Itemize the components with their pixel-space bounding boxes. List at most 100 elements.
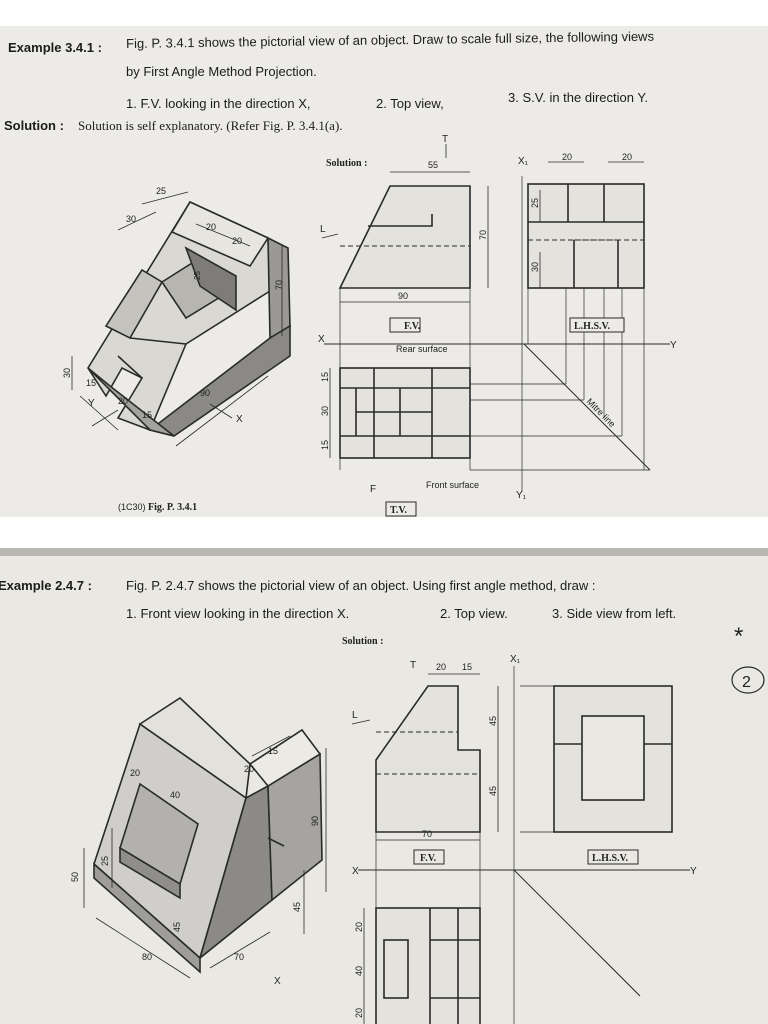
axis-t-2: T [410, 660, 416, 671]
dim-iso-70: 70 [274, 280, 284, 290]
item-2-1: 1. Front view looking in the direction X… [126, 606, 350, 621]
dim-iso-25: 25 [100, 856, 110, 866]
example-label: Example 3.4.1 : [8, 40, 102, 55]
dim-tv-15a: 15 [320, 372, 330, 382]
fv-label-box [389, 317, 421, 333]
dim-iso-40: 40 [170, 790, 180, 800]
circled-mark [731, 666, 765, 694]
tv-label-box [385, 501, 417, 517]
dim-iso-25: 25 [156, 186, 166, 196]
top-view-1 [339, 367, 471, 459]
iso-axis-y: Y [88, 398, 95, 409]
dim-iso-20b: 20 [232, 236, 242, 246]
dim-fv-top: 55 [428, 160, 438, 170]
dim-iso-45b: 45 [292, 902, 302, 912]
dim-iso-30: 30 [126, 214, 136, 224]
drawing-solution-label: Solution : [326, 158, 367, 169]
fv-label: F.V. [404, 321, 421, 332]
dim-iso-45: 45 [172, 922, 182, 932]
solution-label: Solution : [4, 118, 64, 133]
rear-surface-note: Rear surface [396, 344, 448, 354]
dim-iso-20b: 20 [244, 764, 254, 774]
mitre-line-note: Mitre line [585, 396, 618, 429]
dim-iso-70: 70 [234, 952, 244, 962]
axis-x1-2: X₁ [510, 654, 521, 665]
dim-sv-20b: 20 [622, 152, 632, 162]
iso-axis-x: X [236, 414, 243, 425]
page1-drawings: Solution : F.V. L.H.S.V. T.V. Rear surfa… [62, 134, 677, 517]
dim-fv-height: 70 [478, 230, 488, 240]
axis-y1: Y₁ [516, 490, 527, 501]
item-2-2: 2. Top view. [440, 606, 508, 621]
circled-number: 2 [742, 674, 751, 691]
problem-statement-2: Fig. P. 2.4.7 shows the pictorial view o… [126, 578, 596, 593]
dim-iso-20: 20 [130, 768, 140, 778]
axis-y-2: Y [690, 866, 697, 877]
dim-tv-20a: 20 [354, 922, 364, 932]
dim-tv-15b: 15 [320, 440, 330, 450]
fig-caption: Fig. P. 3.4.1 [148, 502, 197, 513]
side-view-1 [527, 183, 645, 289]
tv-label: T.V. [390, 505, 407, 516]
dim-tv-30: 30 [320, 406, 330, 416]
running-header-strip [0, 548, 768, 556]
dim-sv-20a: 20 [562, 152, 572, 162]
drawing-solution-label-2: Solution : [342, 636, 383, 647]
dim-top-15: 15 [462, 662, 472, 672]
item-1: 1. F.V. looking in the direction X, [126, 96, 311, 111]
dim-iso-15: 15 [86, 378, 96, 388]
dim-fv-70: 70 [422, 829, 432, 839]
dim-fv-width: 90 [398, 291, 408, 301]
iso-dimension-lines [71, 191, 283, 447]
top-view-2 [375, 907, 481, 1024]
fv-label-box-2 [413, 849, 445, 865]
textbook-page-2: Example 2.4.7 : Fig. P. 2.4.7 shows the … [0, 548, 768, 1024]
star-mark: * [734, 623, 743, 650]
axis-t: T [442, 134, 448, 145]
fv-dims-2 [351, 673, 499, 841]
dim-iso-25b: 25 [193, 271, 202, 280]
axis-l-2: L [352, 710, 358, 721]
axis-l: L [320, 224, 326, 235]
lhsv-label-2: L.H.S.V. [592, 853, 628, 864]
lhsv-label-box-2 [587, 849, 639, 865]
projection-lines-1 [339, 176, 650, 492]
lhsv-label-box [569, 317, 625, 333]
isometric-object-2 [93, 696, 323, 974]
dim-right-45b: 45 [488, 786, 498, 796]
fv-label-2: F.V. [420, 853, 437, 864]
dim-tv-40: 40 [354, 966, 364, 976]
dim-iso-90: 90 [310, 816, 320, 826]
iso-axis-x-2: X [274, 976, 281, 987]
dim-sv-30: 30 [530, 262, 540, 272]
dim-iso-15b: 15 [142, 410, 152, 420]
dim-iso-50: 50 [70, 872, 80, 882]
fig-caption-prefix: (1C30) [118, 502, 146, 512]
item-2: 2. Top view, [376, 96, 444, 111]
dim-iso-20a: 20 [206, 222, 216, 232]
solution-text: Solution is self explanatory. (Refer Fig… [78, 118, 343, 133]
dim-iso-80: 80 [142, 952, 152, 962]
front-view-1 [338, 185, 471, 289]
dim-top-20: 20 [436, 662, 446, 672]
mitre-line-2 [513, 869, 641, 997]
textbook-page-1: Example 3.4.1 : Fig. P. 3.4.1 shows the … [0, 26, 768, 517]
iso-dims-2 [83, 735, 327, 979]
mitre-line-1 [523, 343, 651, 471]
side-view-2 [553, 685, 673, 833]
page2-drawings: Solution : F.V. L.H.S.V. 2 * 20 15 45 45… [70, 623, 765, 1024]
axis-f: F [370, 484, 376, 495]
dim-iso-90: 90 [200, 388, 210, 398]
dim-iso-20c: 20 [118, 396, 128, 406]
item-3: 3. S.V. in the direction Y. [508, 90, 648, 105]
axis-x-2: X [352, 866, 359, 877]
problem-statement-line2: by First Angle Method Projection. [126, 64, 317, 79]
lhsv-label: L.H.S.V. [574, 321, 610, 332]
dim-tv-20b: 20 [354, 1008, 364, 1018]
dim-iso-30b: 30 [62, 368, 72, 378]
axis-x1: X₁ [518, 156, 529, 167]
dim-sv-25: 25 [530, 198, 540, 208]
example-label-2: Example 2.4.7 : [0, 578, 92, 593]
front-view-2 [375, 685, 481, 833]
dim-right-45a: 45 [488, 716, 498, 726]
